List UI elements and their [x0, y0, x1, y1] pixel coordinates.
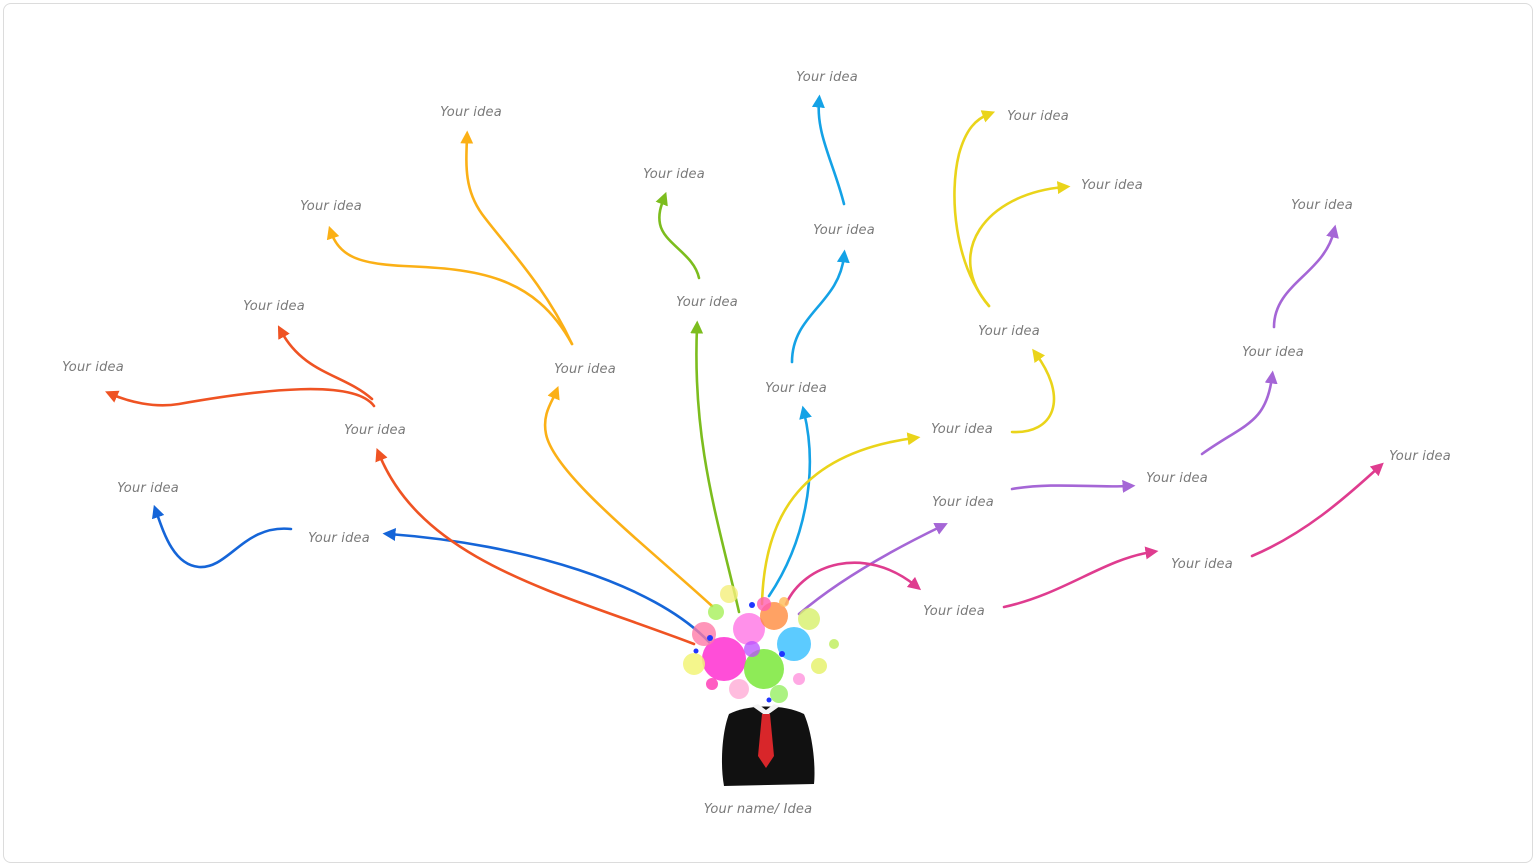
idea-node-red-main[interactable]: Your idea — [344, 423, 406, 438]
arrow-purple-idea-to-top — [1272, 224, 1339, 329]
arrow-purple-idea-to-idea — [1010, 479, 1136, 493]
idea-node-sky-main[interactable]: Your idea — [765, 381, 827, 396]
paint-splash-head-icon — [683, 585, 839, 703]
idea-labels: Your name/ Idea Your idea Your idea Your… — [62, 70, 1451, 817]
arrow-green-center-to-idea — [690, 320, 741, 614]
arrow-orange-center-to-idea — [543, 385, 714, 608]
idea-node-green-main[interactable]: Your idea — [676, 295, 738, 310]
arrow-red-center-to-idea — [375, 447, 696, 646]
arrow-sky-idea-to-idea — [790, 249, 850, 364]
idea-node-orange-left[interactable]: Your idea — [300, 199, 362, 214]
idea-node-red-upper[interactable]: Your idea — [243, 299, 305, 314]
idea-node-blue-inner[interactable]: Your idea — [308, 531, 370, 546]
arrow-orange-idea-to-top — [460, 130, 574, 346]
connector-arrows — [105, 94, 1384, 646]
idea-node-yellow-main[interactable]: Your idea — [931, 422, 993, 437]
arrow-red-idea-to-left — [105, 387, 376, 408]
arrow-yellow-idea-to-upper-right — [968, 181, 1071, 308]
idea-node-blue-outer[interactable]: Your idea — [117, 481, 179, 496]
arrow-blue-idea-to-idea — [151, 504, 293, 569]
arrow-yellow-center-to-idea — [760, 432, 921, 606]
arrow-red-idea-to-upper — [277, 325, 374, 401]
idea-node-purple-top[interactable]: Your idea — [1291, 198, 1353, 213]
diagram-canvas: Your name/ Idea Your idea Your idea Your… — [3, 3, 1533, 863]
arrow-magenta-center-to-idea — [784, 561, 922, 606]
arrow-blue-center-to-idea — [382, 527, 711, 644]
idea-node-red-left[interactable]: Your idea — [62, 360, 124, 375]
arrow-purple-idea-to-upper — [1200, 370, 1278, 456]
idea-node-sky-top[interactable]: Your idea — [796, 70, 858, 85]
idea-node-magenta-top[interactable]: Your idea — [1389, 449, 1451, 464]
idea-node-yellow-right[interactable]: Your idea — [1081, 178, 1143, 193]
idea-node-green-top[interactable]: Your idea — [643, 167, 705, 182]
idea-node-yellow-middle[interactable]: Your idea — [978, 324, 1040, 339]
arrow-green-idea-to-idea — [655, 191, 701, 280]
arrow-yellow-idea-to-top — [953, 110, 996, 308]
idea-node-magenta-main[interactable]: Your idea — [923, 604, 985, 619]
arrow-magenta-idea-to-idea — [1002, 546, 1159, 609]
mind-map-svg: Your name/ Idea Your idea Your idea Your… — [62, 70, 1451, 817]
idea-node-magenta-second[interactable]: Your idea — [1171, 557, 1233, 572]
idea-node-sky-middle[interactable]: Your idea — [813, 223, 875, 238]
idea-node-purple-third[interactable]: Your idea — [1242, 345, 1304, 360]
arrow-sky-center-to-idea — [767, 405, 812, 598]
center-label: Your name/ Idea — [704, 802, 813, 817]
arrow-magenta-idea-to-top — [1250, 462, 1384, 558]
arrow-sky-idea-to-top — [811, 94, 846, 206]
idea-node-purple-second[interactable]: Your idea — [1146, 471, 1208, 486]
arrow-purple-center-to-idea — [797, 522, 948, 616]
arrow-yellow-idea-to-idea — [1010, 348, 1056, 434]
suit-body-icon — [721, 704, 815, 786]
idea-node-orange-top[interactable]: Your idea — [440, 105, 502, 120]
arrow-orange-idea-to-left — [326, 225, 574, 346]
idea-node-purple-main[interactable]: Your idea — [932, 495, 994, 510]
idea-node-yellow-top[interactable]: Your idea — [1007, 109, 1069, 124]
idea-node-orange-main[interactable]: Your idea — [554, 362, 616, 377]
